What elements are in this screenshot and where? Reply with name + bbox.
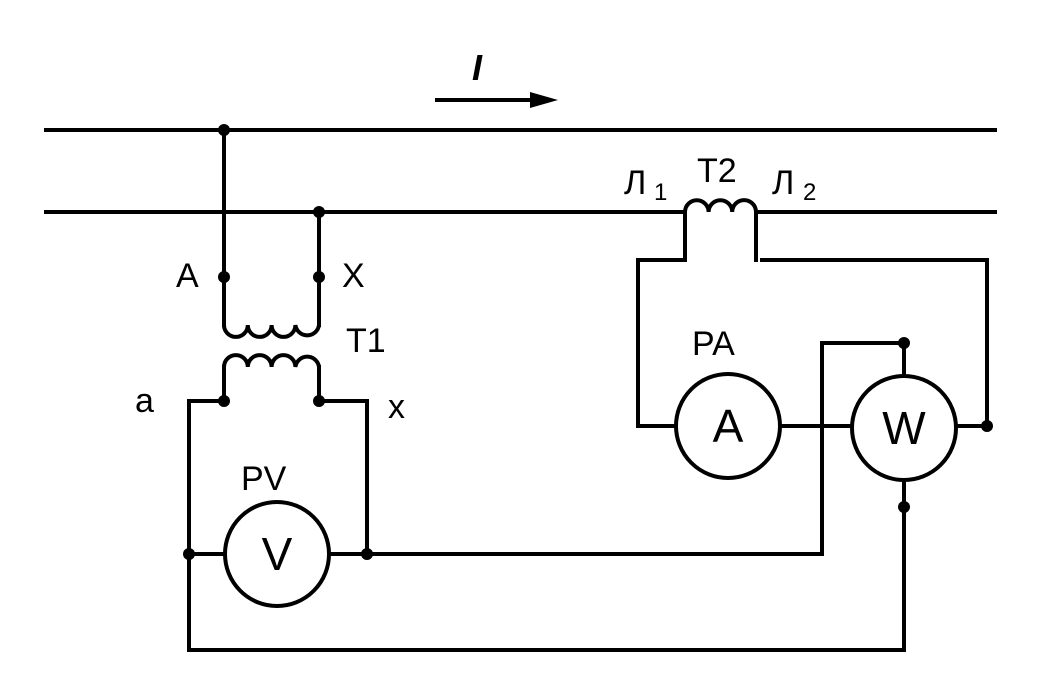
terminal-dot-a-secondary [218, 395, 230, 407]
terminal-label-A: A [176, 257, 199, 295]
terminal-label-l1-index: 1 [654, 179, 667, 206]
junction-dot [361, 548, 373, 560]
wattmeter-symbol: W [882, 402, 926, 454]
current-direction-arrow [435, 92, 558, 108]
terminal-label-x: x [388, 388, 405, 426]
transformer-t1-label: T1 [346, 322, 386, 360]
t1-primary-winding [222, 324, 321, 339]
t2-return-wire [760, 258, 989, 428]
t2-wire-1 [636, 210, 687, 428]
terminal-label-X: X [342, 257, 365, 295]
t1-secondary-wire-x [317, 365, 369, 556]
junction-dot [218, 124, 230, 136]
terminal-dot-a-primary [218, 271, 230, 283]
terminal-dot-x-primary [313, 271, 325, 283]
junction-dot [898, 501, 910, 513]
t1-secondary-winding [222, 353, 321, 368]
voltmeter [223, 500, 331, 608]
voltmeter-right-wire [328, 341, 906, 556]
voltmeter-symbol: V [262, 528, 293, 580]
terminal-label-l2: Л [772, 164, 794, 202]
voltmeter-label: PV [241, 460, 287, 498]
junction-dot [981, 420, 993, 432]
ammeter-label: PA [692, 325, 735, 363]
terminal-label-l1: Л [624, 164, 646, 202]
terminal-label-a: a [135, 382, 154, 420]
t2-winding [683, 198, 758, 213]
junction-dot [183, 548, 195, 560]
current-label: I [472, 47, 483, 88]
terminal-dot-x-secondary [313, 395, 325, 407]
ammeter-symbol: A [713, 400, 744, 452]
wattmeter [850, 374, 958, 482]
junction-dot [898, 337, 910, 349]
transformer-t2-label: T2 [697, 152, 737, 190]
terminal-label-l2-index: 2 [803, 179, 816, 206]
junction-dot [313, 206, 325, 218]
